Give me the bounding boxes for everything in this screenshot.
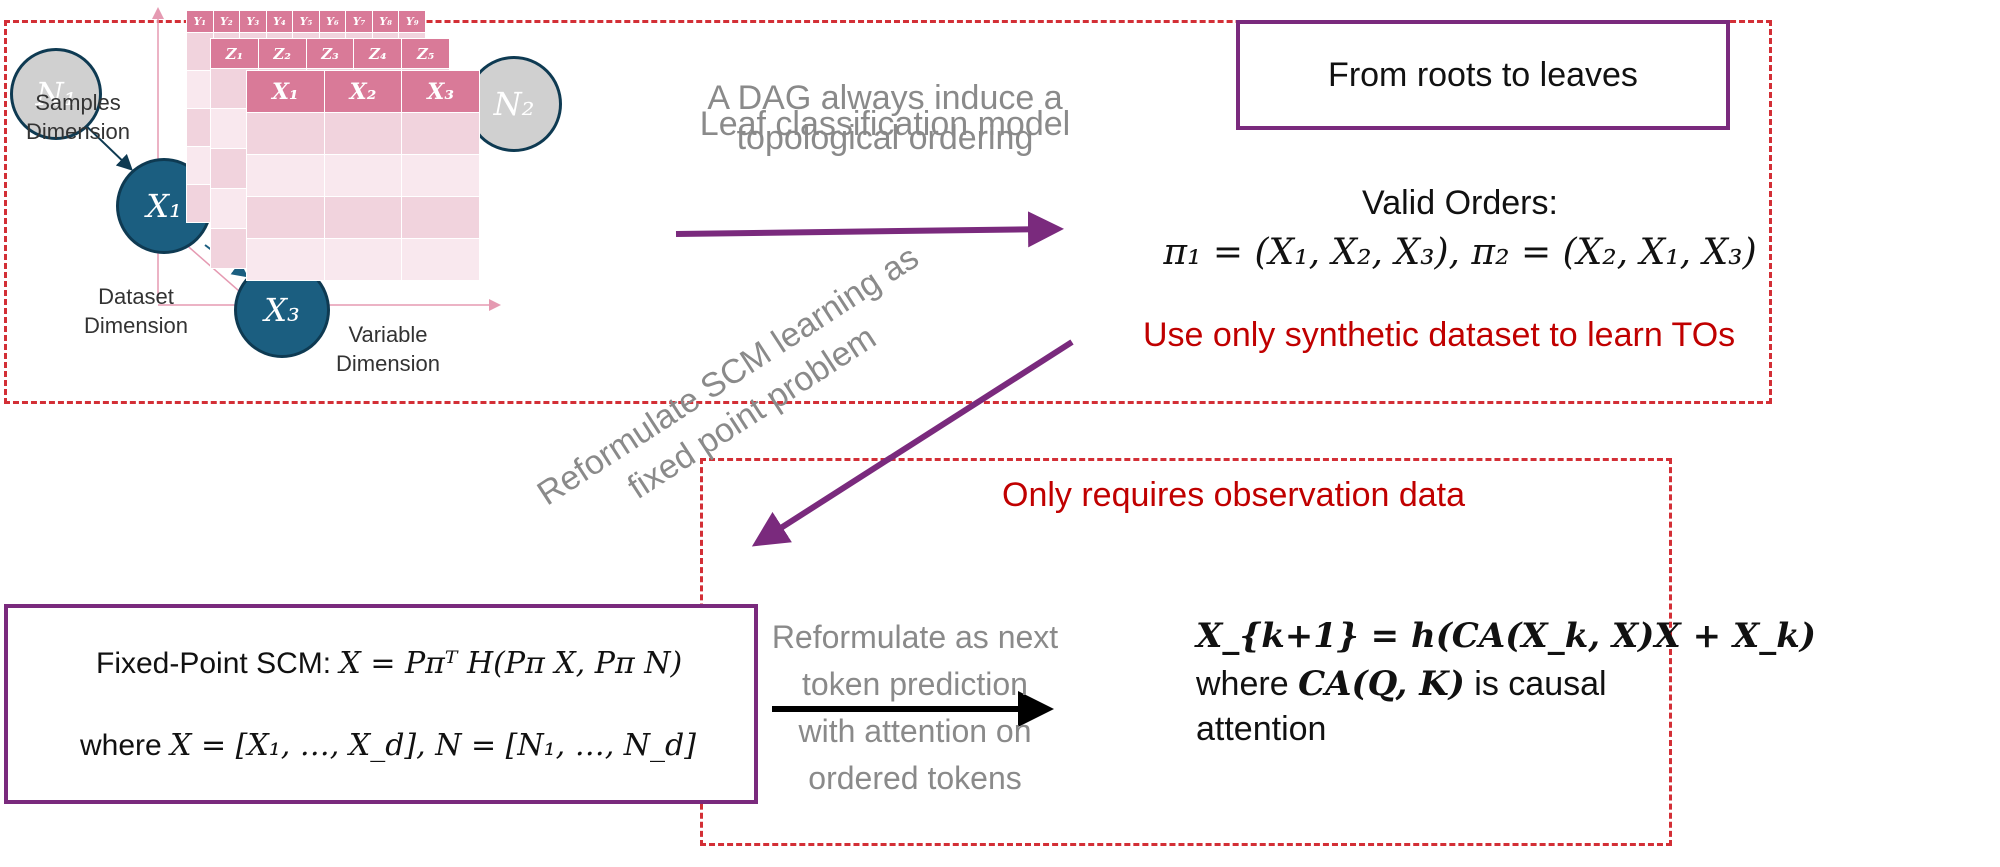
- table-mid-header: Z₃: [305, 38, 355, 69]
- table-mid-header: Z₅: [401, 38, 450, 69]
- edge-n1-x1: [79, 119, 133, 171]
- attention-where: where: [1196, 665, 1289, 703]
- variable-dimension-label: Variable Dimension: [336, 322, 440, 376]
- table-back-header: Y₁: [186, 10, 214, 33]
- next-token-label: Reformulate as next token prediction wit…: [771, 619, 1059, 796]
- fixed-point-scm-box: Fixed-Point SCM: X = Pπᵀ H(Pπ X, Pπ N) w…: [4, 604, 758, 804]
- node-n1: N₁: [10, 48, 102, 140]
- dataset-dimension-label: Dataset Dimension: [84, 284, 188, 338]
- scm-line2-formula: X = [X₁, …, X_d], N = [N₁, …, N_d]: [170, 728, 696, 763]
- synthetic-dataset-note: Use only synthetic dataset to learn TOs: [1143, 316, 1736, 354]
- roots-to-leaves-title: From roots to leaves: [1328, 55, 1638, 94]
- scm-line2-prefix: where: [80, 729, 162, 762]
- valid-orders-formula: π₁ = (X₁, X₂, X₃), π₂ = (X₂, X₁, X₃): [1163, 232, 1757, 273]
- scm-line1-prefix: Fixed-Point SCM:: [96, 647, 332, 680]
- table-back-header: Y₇: [345, 10, 373, 33]
- table-mid-header: Z₁: [210, 38, 259, 69]
- valid-orders-title: Valid Orders:: [1362, 184, 1558, 222]
- scm-line1-formula: X = Pπᵀ H(Pπ X, Pπ N): [339, 646, 683, 681]
- attention-formula: X_{k+1} = h(CA(X_k, X)X + X_k): [1196, 616, 1816, 656]
- node-n2: N₂: [466, 56, 562, 152]
- table-front-header: X₁: [246, 70, 325, 113]
- observation-data-header: Only requires observation data: [1002, 476, 1466, 514]
- table-mid-header: Z₂: [257, 38, 307, 69]
- table-back-header: Y₂: [212, 10, 241, 33]
- attention-line-3: attention: [1196, 710, 1327, 748]
- roots-to-leaves-box: From roots to leaves: [1236, 20, 1730, 130]
- top-arrow: [675, 211, 1064, 248]
- leaf-classification-label: Leaf classification model: [699, 105, 1071, 143]
- attention-line-2: where CA(Q, K) is causal: [1196, 664, 1607, 704]
- table-back-header: Y₉: [398, 10, 426, 33]
- table-front-header: X₃: [401, 70, 480, 113]
- scm-line-2: where X = [X₁, …, X_d], N = [N₁, …, N_d]: [80, 728, 696, 763]
- dag-ordering-label: A DAG always induce a topological orderi…: [707, 79, 1063, 157]
- table-front: X₁ X₂ X₃: [246, 70, 480, 281]
- table-back-header: Y₄: [265, 10, 294, 33]
- table-mid-header: Z₄: [353, 38, 403, 69]
- top-dashed-region: [4, 20, 1772, 404]
- table-front-header: X₂: [323, 70, 403, 113]
- attention-suffix: is causal: [1474, 665, 1607, 703]
- attention-ca-formula: CA(Q, K): [1298, 664, 1465, 704]
- diagonal-arrow: [751, 339, 1074, 547]
- samples-dimension-label: Samples Dimension: [26, 90, 130, 144]
- scm-line-1: Fixed-Point SCM: X = Pπᵀ H(Pπ X, Pπ N): [96, 646, 682, 681]
- table-back-header: Y₆: [318, 10, 347, 33]
